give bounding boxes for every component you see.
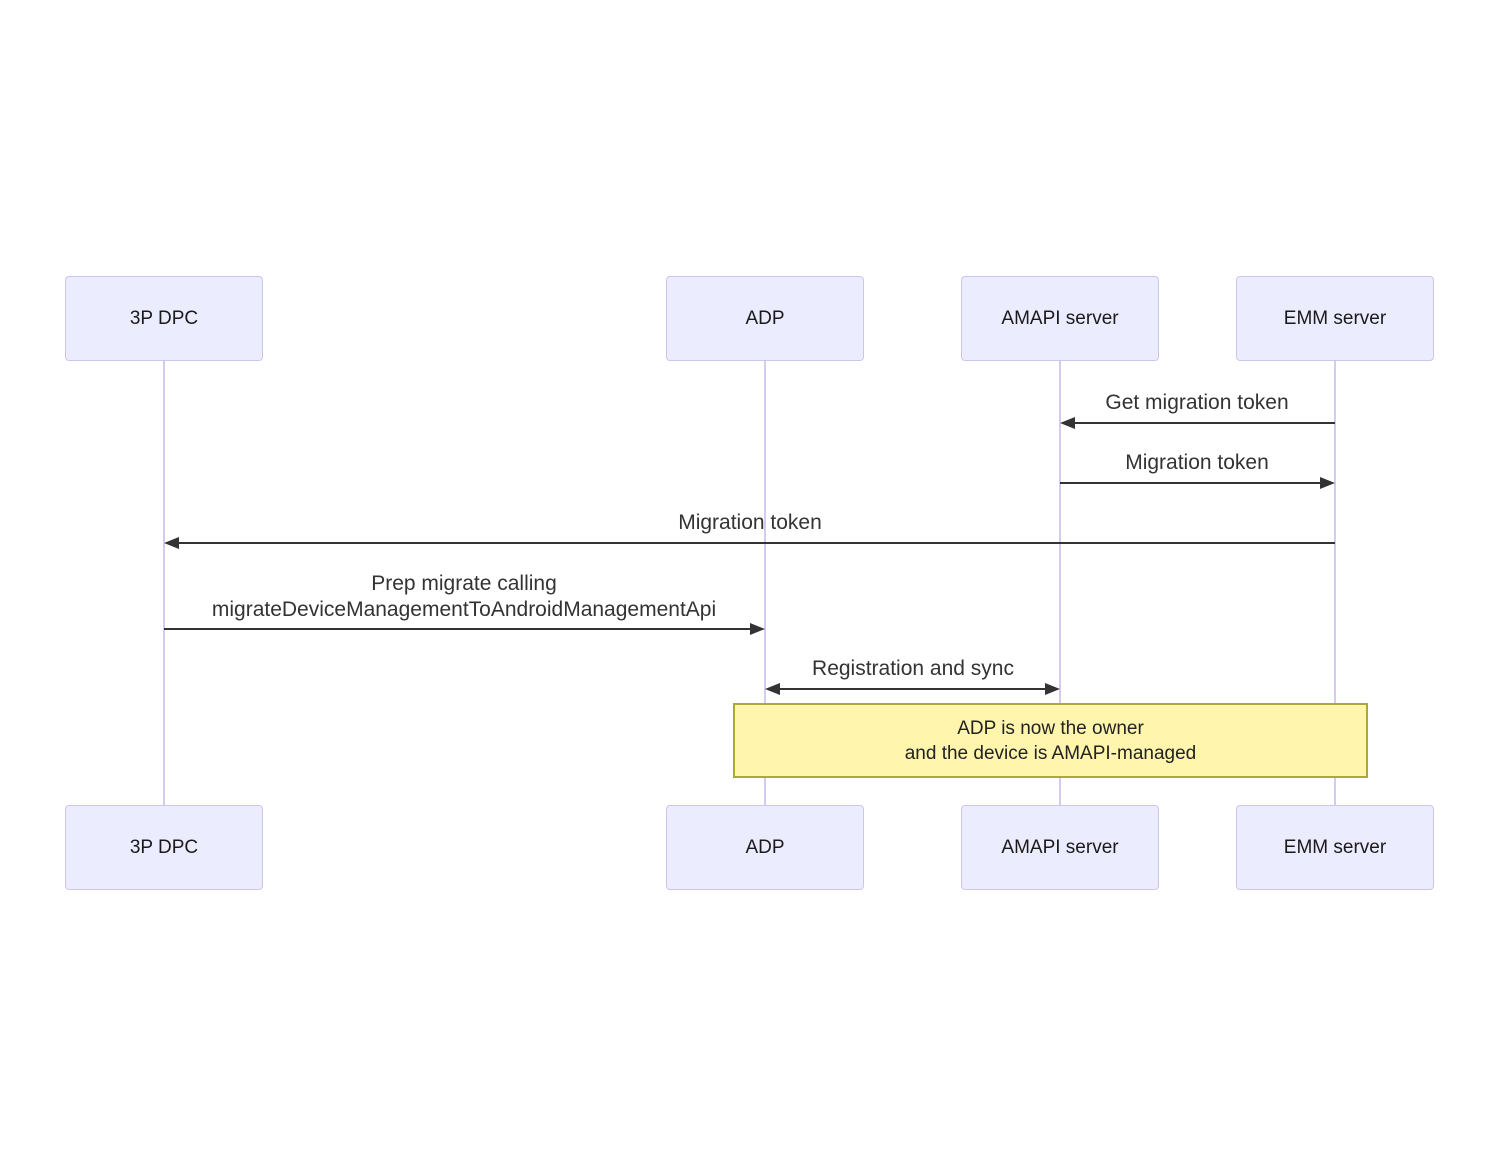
actor-bottom-adp: ADP	[666, 805, 864, 890]
message-arrow-line	[176, 542, 1335, 544]
message-arrow-line	[1072, 422, 1335, 424]
note-line-1: ADP is now the owner	[957, 717, 1144, 739]
message-arrow-line	[1060, 482, 1322, 484]
message-label-prep-migrate: Prep migrate calling migrateDeviceManage…	[212, 571, 716, 623]
arrowhead-left-icon	[765, 683, 780, 695]
actor-label: EMM server	[1283, 836, 1387, 858]
lifeline-amapi-server	[1059, 361, 1061, 805]
message-label-get-migration-token: Get migration token	[1105, 391, 1289, 414]
lifeline-emm-server	[1334, 361, 1336, 805]
lifeline-adp	[764, 361, 766, 805]
message-label-registration-and-sync: Registration and sync	[812, 657, 1014, 680]
message-arrow-line	[164, 628, 753, 630]
actor-top-3p-dpc: 3P DPC	[65, 276, 263, 361]
actor-top-adp: ADP	[666, 276, 864, 361]
arrowhead-right-icon	[1320, 477, 1335, 489]
actor-top-emm-server: EMM server	[1236, 276, 1434, 361]
actor-bottom-3p-dpc: 3P DPC	[65, 805, 263, 890]
actor-label: AMAPI server	[1001, 307, 1119, 329]
arrowhead-right-icon	[750, 623, 765, 635]
message-arrow-line	[777, 688, 1048, 690]
actor-bottom-amapi-server: AMAPI server	[961, 805, 1159, 890]
note-adp-owner: ADP is now the owner and the device is A…	[733, 703, 1368, 778]
message-label-line-2: migrateDeviceManagementToAndroidManageme…	[211, 598, 717, 621]
actor-label: EMM server	[1283, 307, 1387, 329]
lifeline-3p-dpc	[163, 361, 165, 805]
actor-bottom-emm-server: EMM server	[1236, 805, 1434, 890]
actor-label: 3P DPC	[129, 307, 199, 329]
message-label-line-1: Prep migrate calling	[371, 572, 557, 595]
actor-label: 3P DPC	[129, 836, 199, 858]
actor-label: ADP	[745, 307, 785, 329]
actor-label: AMAPI server	[1001, 836, 1119, 858]
arrowhead-right-icon	[1045, 683, 1060, 695]
note-line-2: and the device is AMAPI-managed	[904, 742, 1197, 764]
message-label-migration-token-2: Migration token	[678, 511, 822, 534]
arrowhead-left-icon	[1060, 417, 1075, 429]
message-label-migration-token: Migration token	[1125, 451, 1269, 474]
actor-top-amapi-server: AMAPI server	[961, 276, 1159, 361]
actor-label: ADP	[745, 836, 785, 858]
arrowhead-left-icon	[164, 537, 179, 549]
